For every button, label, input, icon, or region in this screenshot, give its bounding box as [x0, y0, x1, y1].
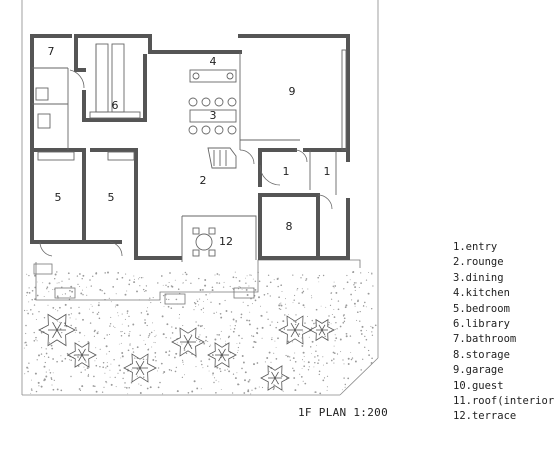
room-label-2-rounge: 2	[200, 174, 207, 187]
legend-item-kitchen: 4.kitchen	[453, 287, 510, 300]
room-label-6-library: 6	[112, 99, 119, 112]
terrace-outline	[33, 259, 361, 305]
legend-item-storage: 8.storage	[453, 348, 510, 361]
legend-item-bathroom: 7.bathroom	[453, 333, 517, 346]
legend-item-garage: 9.garage	[453, 364, 504, 377]
room-label-5-bedroom: 5	[55, 191, 62, 204]
legend-item-bedroom: 5.bedroom	[453, 302, 510, 315]
room-label-8-storage: 8	[286, 220, 293, 233]
site-boundary	[21, 0, 379, 396]
room-label-12-terrace: 12	[219, 235, 233, 248]
door-swings	[39, 69, 333, 257]
room-label-1-entry: 1	[283, 165, 290, 178]
room-label-7-bathroom: 7	[48, 45, 55, 58]
interior-lines	[32, 43, 347, 262]
room-label-3-dining: 3	[210, 109, 217, 122]
legend-item-rounge: 2.rounge	[453, 256, 504, 269]
room-labels: 1 1 2 3 4 5 5 6 7 8 9 12	[48, 45, 331, 248]
legend-item-library: 6.library	[453, 318, 510, 331]
room-label-4-kitchen: 4	[210, 55, 217, 68]
room-label-9-garage: 9	[289, 85, 296, 98]
legend-item-dining: 3.dining	[453, 271, 504, 284]
room-label-1-entry-b: 1	[324, 165, 331, 178]
garden-trees	[38, 313, 335, 391]
legend-item-roof: 11.roof(interior	[453, 395, 554, 408]
legend-item-guest: 10.guest	[453, 379, 504, 392]
exterior-walls	[30, 34, 350, 260]
legend-item-terrace: 12.terrace	[453, 410, 517, 423]
room-legend: 1.entry 2.rounge 3.dining 4.kitchen 5.be…	[453, 240, 554, 425]
legend-item-entry: 1.entry	[453, 241, 498, 253]
plan-caption: 1F PLAN 1:200	[298, 406, 388, 419]
room-label-5-bedroom-b: 5	[108, 191, 115, 204]
